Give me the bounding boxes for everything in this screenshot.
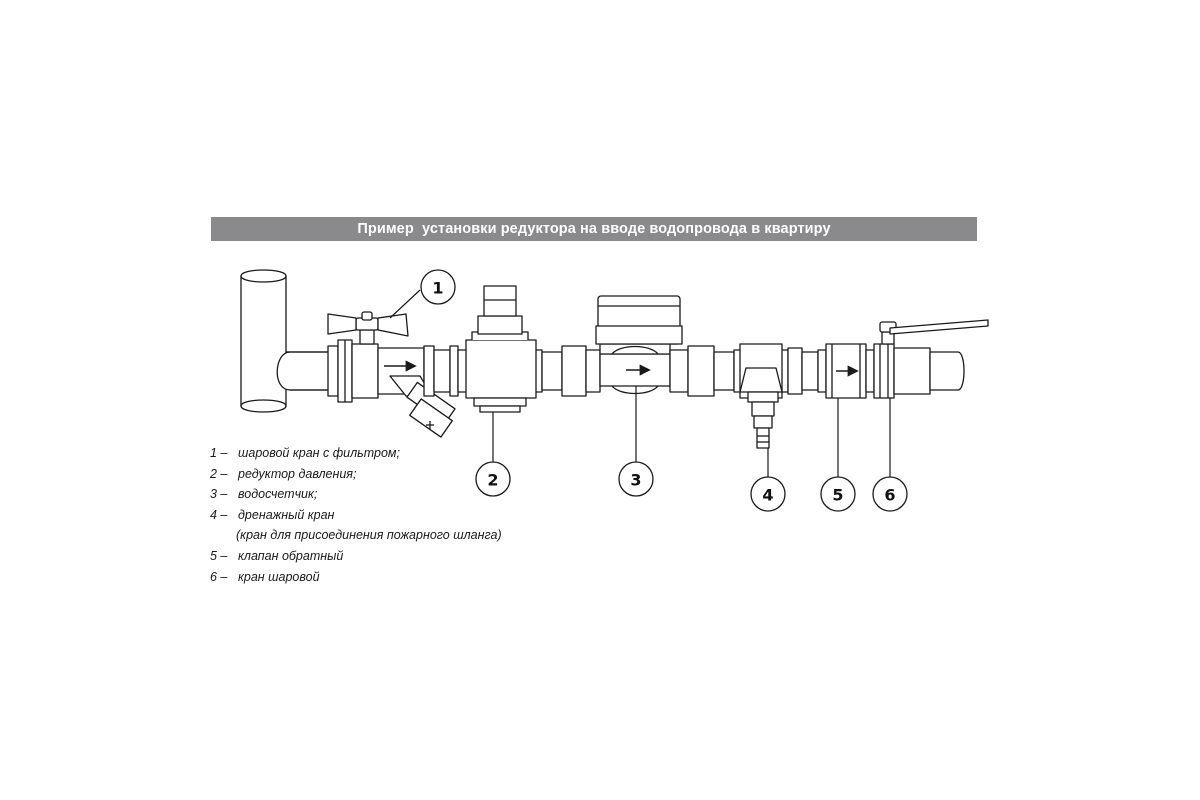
callout-label-4: 4 [762,486,773,505]
drain-tee [733,343,789,449]
branch-pipe [276,351,333,391]
legend-item-4: 4 – дренажный кран [210,505,502,526]
callout-label-6: 6 [884,486,895,505]
callout-circle-6 [872,476,908,512]
riser-pipe [240,269,287,413]
callout-circle-4 [750,476,786,512]
legend-item-4-note: (кран для присоединения пожарного шланга… [210,525,502,546]
union-fitting-2 [541,345,601,397]
ball-valve-lever [873,319,989,399]
callout-label-2: 2 [487,471,498,490]
legend-text: (кран для присоединения пожарного шланга… [236,528,502,543]
leader-line-1 [389,289,421,319]
legend-number: 6 – [210,569,228,584]
water-meter [595,295,683,395]
legend-text: кран шаровой [238,569,320,584]
legend-item-2: 2 – редуктор давления; [210,464,502,485]
check-valve [817,343,875,399]
callout-label-5: 5 [832,486,843,505]
legend-text: водосчетчик; [238,487,318,502]
callout-circle-1 [420,269,456,305]
legend-text: редуктор давления; [238,466,357,481]
legend-text: шаровой кран с фильтром; [238,446,400,460]
legend-item-3: 3 – водосчетчик; [210,484,502,505]
callout-label-3: 3 [630,471,641,490]
diagram-title: Пример установки редуктора на вводе водо… [357,221,831,237]
legend-text: клапан обратный [238,548,344,563]
outlet-pipe [929,351,965,391]
legend-number: 5 – [210,548,228,563]
callout-label-1: 1 [432,279,443,298]
legend-number: 1 – [210,446,228,460]
legend-number: 3 – [210,487,228,502]
legend-number: 4 – [210,507,228,522]
legend-list: 1 – шаровой кран с фильтром; 2 – редуктор … [210,443,502,587]
legend-item-6: 6 – кран шаровой [210,567,502,588]
union-fitting-4 [787,347,819,395]
legend-item-1: 1 – шаровой кран с фильтром; [210,443,502,464]
legend-text: дренажный кран [238,507,335,522]
callout-circle-3 [618,461,654,497]
ball-valve-with-filter [327,311,456,438]
union-fitting-3 [669,345,735,397]
legend-item-5: 5 – клапан обратный [210,546,502,567]
union-fitting-1 [423,345,459,397]
diagram-title-banner: Пример установки редуктора на вводе водо… [211,217,977,241]
callout-circle-5 [820,476,856,512]
legend-number: 2 – [210,466,228,481]
pressure-reducer [457,285,543,413]
callout-circle-2 [475,461,511,497]
